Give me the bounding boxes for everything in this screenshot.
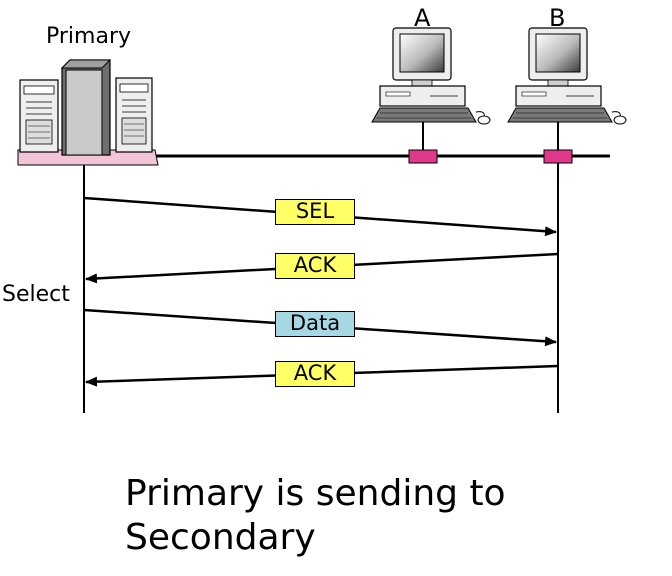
message-data: Data <box>275 311 355 337</box>
message-sel: SEL <box>275 199 355 225</box>
computer-b-icon <box>507 27 627 125</box>
computer-b-tap <box>543 149 573 164</box>
select-label: Select <box>2 282 70 307</box>
primary-server-icon <box>17 59 159 166</box>
caption-line-2: Secondary <box>125 517 316 558</box>
primary-label: Primary <box>46 24 132 49</box>
station-a-label: A <box>414 4 431 32</box>
message-ack-2: ACK <box>275 361 355 387</box>
computer-a-icon <box>371 27 491 125</box>
caption: Primary is sending to Secondary <box>125 472 645 560</box>
caption-line-1: Primary is sending to <box>125 473 506 514</box>
message-ack-1: ACK <box>275 253 355 279</box>
computer-a-tap <box>408 149 438 164</box>
station-b-label: B <box>549 4 566 32</box>
